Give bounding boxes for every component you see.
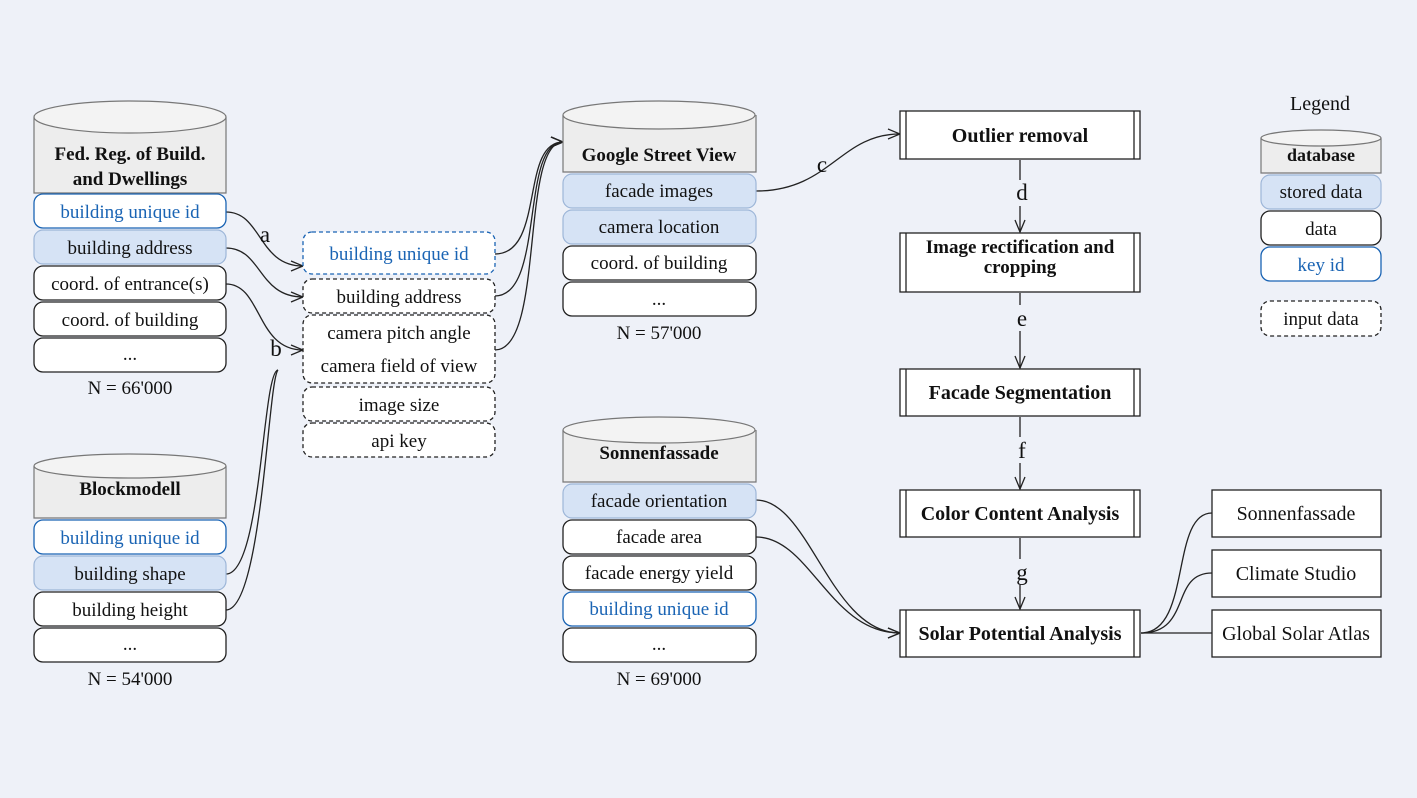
input-camera-fov: camera field of view: [321, 356, 478, 377]
stored-data-row: building address: [67, 238, 192, 259]
step-image-rectification: Image rectification and cropping: [899, 232, 1141, 293]
step-title: Facade Segmentation: [929, 382, 1112, 404]
data-row-ellipsis: ...: [652, 634, 666, 655]
step-facade-segmentation: Facade Segmentation: [899, 368, 1141, 417]
key-id-row: building unique id: [60, 202, 200, 223]
stored-data-row: facade orientation: [591, 491, 728, 512]
input-address: building address: [336, 287, 461, 308]
data-row-ellipsis: ...: [652, 289, 666, 310]
legend-database-cylinder: [1260, 138, 1382, 174]
edge-label-group: a b c: [260, 152, 827, 361]
step-label-group: d e f g: [1012, 180, 1028, 585]
legend-data: data: [1305, 219, 1337, 240]
edge-label-c: c: [817, 152, 827, 177]
step-solar-potential-analysis: Solar Potential Analysis: [899, 609, 1141, 658]
edge-solar-to-sonnenfassade: [1140, 512, 1213, 634]
legend: Legend database stored data data key id …: [1260, 93, 1382, 337]
database-cylinder: [33, 117, 227, 194]
step-title: Image rectification and cropping: [925, 238, 1115, 278]
step-label-f: f: [1018, 438, 1026, 463]
step-title: Solar Potential Analysis: [919, 623, 1122, 645]
process-steps: Outlier removal Image rectification and …: [899, 110, 1141, 658]
legend-stored-data: stored data: [1280, 182, 1363, 203]
data-row: coord. of building: [591, 253, 728, 274]
database-google-street-view: Google Street View facade images camera …: [562, 100, 757, 344]
step-label-g: g: [1016, 560, 1028, 585]
edge-label-b: b: [270, 336, 282, 361]
data-row: building height: [72, 600, 188, 621]
legend-title: Legend: [1290, 93, 1350, 115]
input-key-id: building unique id: [329, 244, 469, 265]
database-blockmodell: Blockmodell building unique id building …: [33, 453, 227, 690]
edge-input-uid-to-gsv: [494, 142, 563, 255]
edge-height-to-camera: [225, 369, 279, 611]
step-title: Color Content Analysis: [921, 503, 1120, 525]
database-title-line2: and Dwellings: [73, 169, 188, 190]
legend-database: database: [1287, 145, 1355, 165]
outputs: Sonnenfassade Climate Studio Global Sola…: [1211, 489, 1382, 658]
input-data-group: building unique id building address came…: [302, 231, 496, 458]
step-color-content-analysis: Color Content Analysis: [899, 489, 1141, 538]
data-row-ellipsis: ...: [123, 344, 137, 365]
stored-data-row: camera location: [599, 217, 720, 238]
data-row-ellipsis: ...: [123, 634, 137, 655]
database-fed-reg: Fed. Reg. of Build. and Dwellings buildi…: [33, 100, 227, 399]
database-cylinder: [562, 115, 757, 173]
edge-label-a: a: [260, 222, 270, 247]
edge-input-address-to-gsv: [494, 142, 563, 297]
database-title: Blockmodell: [79, 479, 180, 500]
edge-area-to-solar: [755, 536, 900, 633]
data-row: coord. of entrance(s): [51, 274, 209, 295]
database-cylinder: [562, 430, 757, 483]
data-row: coord. of building: [62, 310, 199, 331]
output-global-solar-atlas: Global Solar Atlas: [1222, 623, 1370, 645]
record-count: N = 57'000: [617, 323, 702, 344]
input-image-size: image size: [359, 395, 440, 416]
legend-input-data: input data: [1283, 309, 1359, 330]
step-title: Outlier removal: [952, 125, 1089, 147]
legend-key-id: key id: [1298, 255, 1345, 276]
edge-orientation-to-solar: [755, 499, 900, 633]
output-sonnenfassade: Sonnenfassade: [1237, 503, 1356, 525]
step-outlier-removal: Outlier removal: [899, 110, 1141, 160]
database-title: Fed. Reg. of Build.: [55, 144, 206, 165]
input-camera-pitch: camera pitch angle: [327, 323, 470, 344]
input-api-key: api key: [371, 431, 427, 452]
edge-solar-to-climate-studio: [1140, 572, 1213, 634]
data-row: facade energy yield: [585, 563, 734, 584]
record-count: N = 66'000: [88, 378, 173, 399]
edge-input-camera-to-gsv: [494, 142, 563, 351]
edge-images-to-outlier: [755, 134, 900, 192]
database-title: Sonnenfassade: [599, 443, 718, 464]
record-count: N = 69'000: [617, 669, 702, 690]
stored-data-row: building shape: [74, 564, 185, 585]
step-label-d: d: [1016, 180, 1028, 205]
database-cylinder: [33, 466, 227, 519]
key-id-row: building unique id: [589, 599, 729, 620]
key-id-row: building unique id: [60, 528, 200, 549]
stored-data-row: facade images: [605, 181, 713, 202]
edge-shape-to-camera: [225, 369, 279, 575]
record-count: N = 54'000: [88, 669, 173, 690]
output-climate-studio: Climate Studio: [1236, 563, 1357, 585]
edge-uid-to-input: [225, 211, 303, 266]
edge-address-to-input: [225, 247, 303, 297]
data-row: facade area: [616, 527, 703, 548]
database-sonnenfassade: Sonnenfassade facade orientation facade …: [562, 416, 757, 690]
edge-entrance-to-camera: [225, 283, 303, 350]
database-title: Google Street View: [582, 145, 737, 166]
step-label-e: e: [1017, 306, 1027, 331]
